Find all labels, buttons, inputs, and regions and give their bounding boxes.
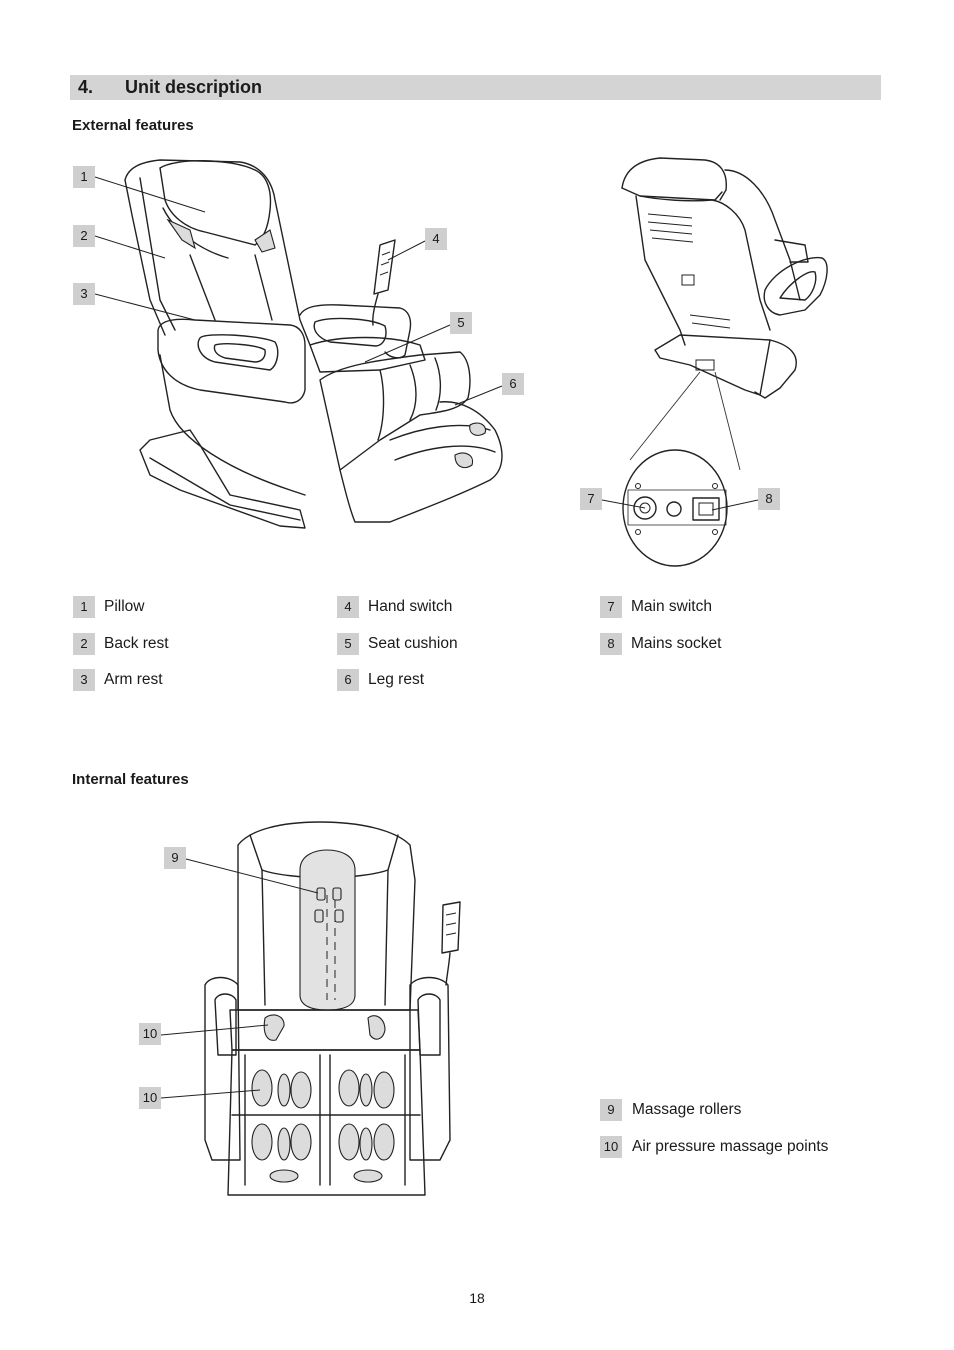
legend-num-10: 10 (600, 1136, 622, 1158)
callout-2: 2 (73, 225, 95, 247)
callout-4: 4 (425, 228, 447, 250)
massage-chair-internal-illustration (204, 821, 461, 1196)
callout-8: 8 (758, 488, 780, 510)
section-number: 4. (78, 77, 94, 97)
callout-6: 6 (502, 373, 524, 395)
legend-label-pillow: Pillow (104, 598, 145, 615)
massage-chair-rear-illustration (621, 157, 828, 567)
legend-num-1: 1 (73, 596, 95, 618)
legend-num-4: 4 (337, 596, 359, 618)
callout-10-seat: 10 (139, 1023, 161, 1045)
legend-label-back-rest: Back rest (104, 635, 169, 652)
legend-label-hand-switch: Hand switch (368, 598, 453, 615)
legend-num-3: 3 (73, 669, 95, 691)
internal-features-heading: Internal features (72, 771, 189, 788)
callout-1: 1 (73, 166, 95, 188)
callout-7: 7 (580, 488, 602, 510)
legend-num-6: 6 (337, 669, 359, 691)
legend-label-air-pressure-massage-points: Air pressure massage points (632, 1138, 829, 1155)
legend-label-leg-rest: Leg rest (368, 671, 425, 688)
callout-3: 3 (73, 283, 95, 305)
legend-label-massage-rollers: Massage rollers (632, 1101, 742, 1118)
callout-9: 9 (164, 847, 186, 869)
legend-num-7: 7 (600, 596, 622, 618)
legend-label-main-switch: Main switch (631, 598, 712, 615)
legend-num-8: 8 (600, 633, 622, 655)
section-title: Unit description (125, 77, 263, 97)
legend-label-mains-socket: Mains socket (631, 635, 722, 652)
external-features-heading: External features (72, 117, 194, 134)
legend-label-arm-rest: Arm rest (104, 671, 163, 688)
legend-num-9: 9 (600, 1099, 622, 1121)
legend-label-seat-cushion: Seat cushion (368, 635, 458, 652)
massage-chair-front-illustration (124, 159, 503, 529)
legend-num-5: 5 (337, 633, 359, 655)
callout-10-legs: 10 (139, 1087, 161, 1109)
page-number: 18 (469, 1290, 485, 1306)
section-heading-bar (70, 75, 881, 100)
callout-leader-lines (94, 176, 759, 1099)
callout-5: 5 (450, 312, 472, 334)
legend-num-2: 2 (73, 633, 95, 655)
